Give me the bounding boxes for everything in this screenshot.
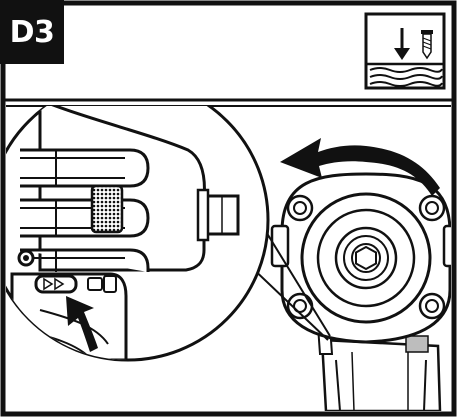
housing-screw <box>418 292 446 320</box>
surface-mount-screw-icon <box>364 12 446 90</box>
knurled-collar <box>90 184 124 234</box>
magnified-detail <box>6 106 270 362</box>
housing-screw <box>418 194 446 222</box>
chuck <box>300 192 432 324</box>
pointer-arrow <box>66 296 98 352</box>
direction-switch-tab <box>405 335 429 353</box>
forward-reverse-button <box>34 274 117 294</box>
figure-label: D3 <box>0 0 64 64</box>
counterclockwise-rotation-arrow <box>280 138 440 196</box>
tool-front-view <box>270 172 451 411</box>
leader-line <box>245 261 329 341</box>
housing-screw <box>286 194 314 222</box>
housing-screw <box>286 292 314 320</box>
